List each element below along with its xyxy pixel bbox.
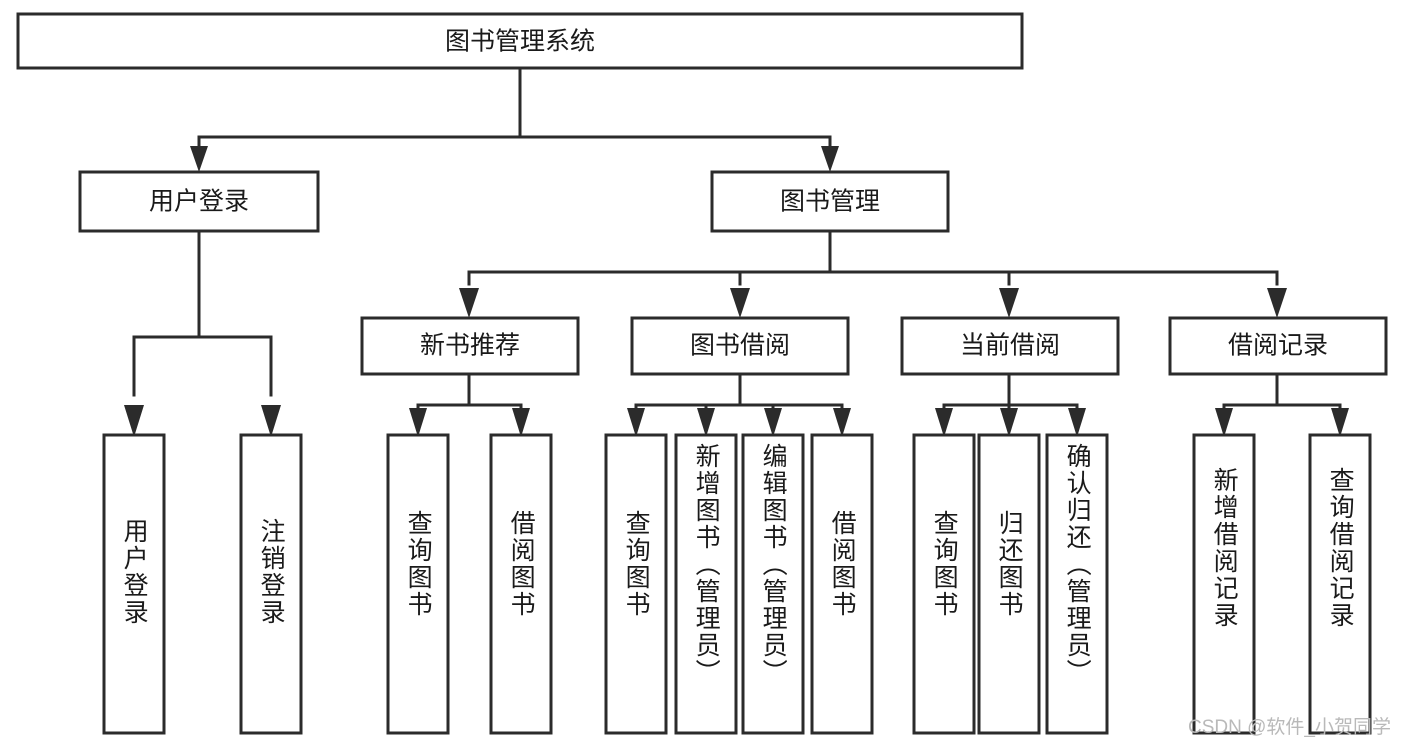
node-root-label: 图书管理系统: [445, 28, 595, 56]
node-book-management-box[interactable]: [710, 170, 950, 233]
arrow-head-icon: [1068, 408, 1086, 437]
arrow-head-icon: [409, 408, 427, 437]
node-new-book-recommend-box[interactable]: [360, 316, 580, 376]
node-book-borrow[interactable]: 图书借阅: [630, 316, 850, 376]
connector-userlogin-to-leaves: [124, 229, 281, 437]
arrow-head-icon: [627, 408, 645, 437]
leaf-box-logout[interactable]: [239, 433, 303, 735]
node-book-borrow-label: 图书借阅: [690, 332, 790, 360]
connector-root-to-level2: [190, 66, 839, 172]
node-new-book-recommend[interactable]: 新书推荐: [360, 316, 580, 376]
arrow-head-icon: [697, 408, 715, 437]
node-root[interactable]: 图书管理系统: [16, 12, 1024, 70]
watermark: CSDN @软件_小贺同学: [1188, 717, 1391, 738]
node-current-borrow[interactable]: 当前借阅: [900, 316, 1120, 376]
arrow-head-icon: [999, 288, 1019, 318]
node-current-borrow-label: 当前借阅: [960, 332, 1060, 360]
connector-currentborrow-to-leaves: [935, 372, 1086, 437]
leaf-box-borrow-book[interactable]: [810, 433, 874, 735]
node-borrow-record-label: 借阅记录: [1228, 332, 1328, 360]
arrow-head-icon: [512, 408, 530, 437]
leaf-box-edit-book-admin[interactable]: [741, 433, 805, 735]
node-book-borrow-box[interactable]: [630, 316, 850, 376]
connector-borrowrecord-to-leaves: [1215, 372, 1349, 437]
arrow-head-icon: [459, 288, 479, 318]
arrow-head-icon: [833, 408, 851, 437]
arrow-head-icon: [261, 405, 281, 437]
node-current-borrow-box[interactable]: [900, 316, 1120, 376]
arrow-head-icon: [730, 288, 750, 318]
leaf-box-return-book[interactable]: [977, 433, 1041, 735]
leaf-box-query-book-newbook[interactable]: [386, 433, 450, 735]
connector-newbook-to-leaves: [409, 372, 530, 437]
leaf-boxes: [102, 433, 1372, 735]
node-root-box[interactable]: [16, 12, 1024, 70]
arrow-head-icon: [821, 146, 839, 172]
leaf-box-query-book-borrow[interactable]: [604, 433, 668, 735]
leaf-box-query-borrow-record[interactable]: [1308, 433, 1372, 735]
arrow-head-icon: [190, 146, 208, 172]
arrow-head-icon: [124, 405, 144, 437]
node-borrow-record-box[interactable]: [1168, 316, 1388, 376]
arrow-head-icon: [1215, 408, 1233, 437]
node-book-management[interactable]: 图书管理: [710, 170, 950, 233]
leaf-box-borrow-book-newbook[interactable]: [489, 433, 553, 735]
node-user-login[interactable]: 用户登录: [78, 170, 320, 233]
connector-bookborrow-to-leaves: [627, 372, 851, 437]
connector-bookmgmt-to-level3: [459, 229, 1287, 318]
node-borrow-record[interactable]: 借阅记录: [1168, 316, 1388, 376]
arrow-head-icon: [1331, 408, 1349, 437]
node-user-login-label: 用户登录: [149, 188, 249, 216]
arrow-head-icon: [1267, 288, 1287, 318]
node-new-book-recommend-label: 新书推荐: [420, 332, 520, 360]
arrow-head-icon: [935, 408, 953, 437]
arrow-head-icon: [1000, 408, 1018, 437]
node-user-login-box[interactable]: [78, 170, 320, 233]
leaf-box-add-book-admin[interactable]: [674, 433, 738, 735]
leaf-box-confirm-return-admin[interactable]: [1045, 433, 1109, 735]
leaf-box-add-borrow-record[interactable]: [1192, 433, 1256, 735]
node-book-management-label: 图书管理: [780, 188, 880, 216]
leaf-box-user-login[interactable]: [102, 433, 166, 735]
leaf-box-query-book-current[interactable]: [912, 433, 976, 735]
arrow-head-icon: [764, 408, 782, 437]
